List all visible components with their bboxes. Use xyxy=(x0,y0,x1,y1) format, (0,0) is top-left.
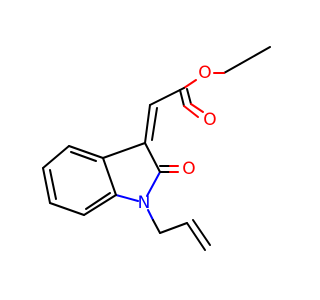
bond-c3a-c3 xyxy=(102,142,146,159)
bond-exo-double-b xyxy=(151,107,158,141)
atom-ester-oxygen: O xyxy=(198,63,211,83)
bond-allyl-double-b xyxy=(192,219,211,246)
molecule-structure: O O O N xyxy=(42,46,271,251)
bond-benz-inner-2 xyxy=(49,169,57,200)
bond-benz-inner-1 xyxy=(70,151,97,162)
bond-n-ch2 xyxy=(147,209,154,221)
bond-o-carbonyl xyxy=(183,79,197,89)
bond-allyl-double-a xyxy=(186,222,206,251)
atom-lactam-oxygen: O xyxy=(182,159,195,179)
bond-benz-4 xyxy=(49,202,85,216)
bond-benz-2 xyxy=(42,145,70,169)
bond-ethyl-ch2 xyxy=(223,63,241,74)
atom-carbonyl-oxygen: O xyxy=(203,110,216,130)
bond-ch2-allyl xyxy=(152,219,161,234)
bond-benz-5 xyxy=(83,194,117,216)
bond-co-double-c xyxy=(186,88,192,105)
bond-co-double-b xyxy=(183,105,199,118)
bond-benz-inner-3 xyxy=(85,192,111,210)
bond-benz-1 xyxy=(68,145,104,159)
bond-co-double-a xyxy=(179,89,185,107)
bond-allyl-ch xyxy=(159,222,188,234)
atom-ring-nitrogen: N xyxy=(138,193,151,213)
bond-ethyl-ch3 xyxy=(239,46,271,65)
bond-n-c7a xyxy=(115,194,139,202)
bond-benz-3 xyxy=(42,167,51,204)
molecule-diagram: O O O N xyxy=(42,46,271,251)
bond-c-ch xyxy=(149,89,181,106)
bond-c2-n xyxy=(146,171,161,197)
bond-exo-double-a xyxy=(144,104,151,144)
bond-co-double-d xyxy=(190,103,204,113)
bond-c7a-c3a xyxy=(102,157,117,196)
bond-c3-c2 xyxy=(144,142,161,173)
